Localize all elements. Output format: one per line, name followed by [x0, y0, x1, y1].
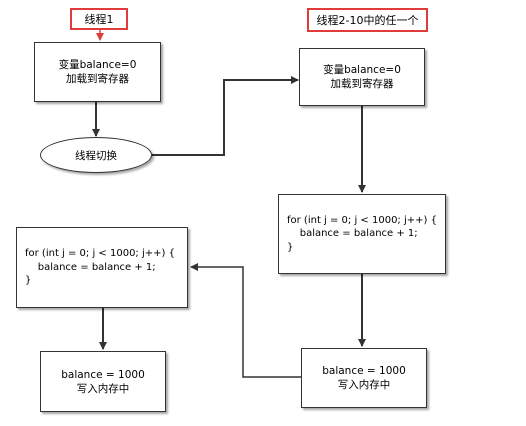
t1-loop-line1: for (int j = 0; j < 1000; j++) {	[25, 248, 175, 260]
thread-switch-oval: 线程切换	[40, 137, 152, 173]
thread-switch-text: 线程切换	[75, 149, 117, 162]
t1-load-line2: 加载到寄存器	[66, 73, 129, 85]
thread1-label: 线程1	[70, 8, 128, 30]
t1-load-box: 变量balance=0 加载到寄存器	[34, 42, 161, 102]
t1-write-line1: balance = 1000	[61, 368, 145, 381]
t2-write-box: balance = 1000 写入内存中	[301, 348, 427, 408]
t2-loop-line1: for (int j = 0; j < 1000; j++) {	[287, 214, 437, 226]
t2-loop-box: for (int j = 0; j < 1000; j++) { balance…	[278, 194, 446, 274]
thread1-label-text: 线程1	[84, 12, 114, 26]
t1-write-line2: 写入内存中	[76, 382, 130, 395]
t2-write-line1: balance = 1000	[322, 365, 406, 377]
t2-load-box: 变量balance=0 加载到寄存器	[299, 48, 425, 106]
thread-other-label-text: 线程2-10中的任一个	[316, 13, 419, 27]
t2-load-line2: 加载到寄存器	[330, 78, 394, 90]
t2-load-line1: 变量balance=0	[323, 64, 401, 76]
edge-t2-write-to-t1-loop	[190, 263, 301, 378]
t2-loop-line3: }	[287, 241, 294, 253]
edge-switch-to-t2-load	[152, 76, 299, 156]
t1-load-line1: 变量balance=0	[58, 59, 137, 71]
thread-other-label: 线程2-10中的任一个	[307, 8, 428, 32]
t2-loop-line2: balance = balance + 1;	[287, 228, 418, 240]
t2-write-line2: 写入内存中	[337, 379, 391, 391]
t1-write-box: balance = 1000 写入内存中	[40, 351, 166, 412]
t1-loop-line3: }	[25, 275, 32, 287]
t1-loop-box: for (int j = 0; j < 1000; j++) { balance…	[16, 227, 188, 308]
t1-loop-line2: balance = balance + 1;	[25, 261, 156, 273]
